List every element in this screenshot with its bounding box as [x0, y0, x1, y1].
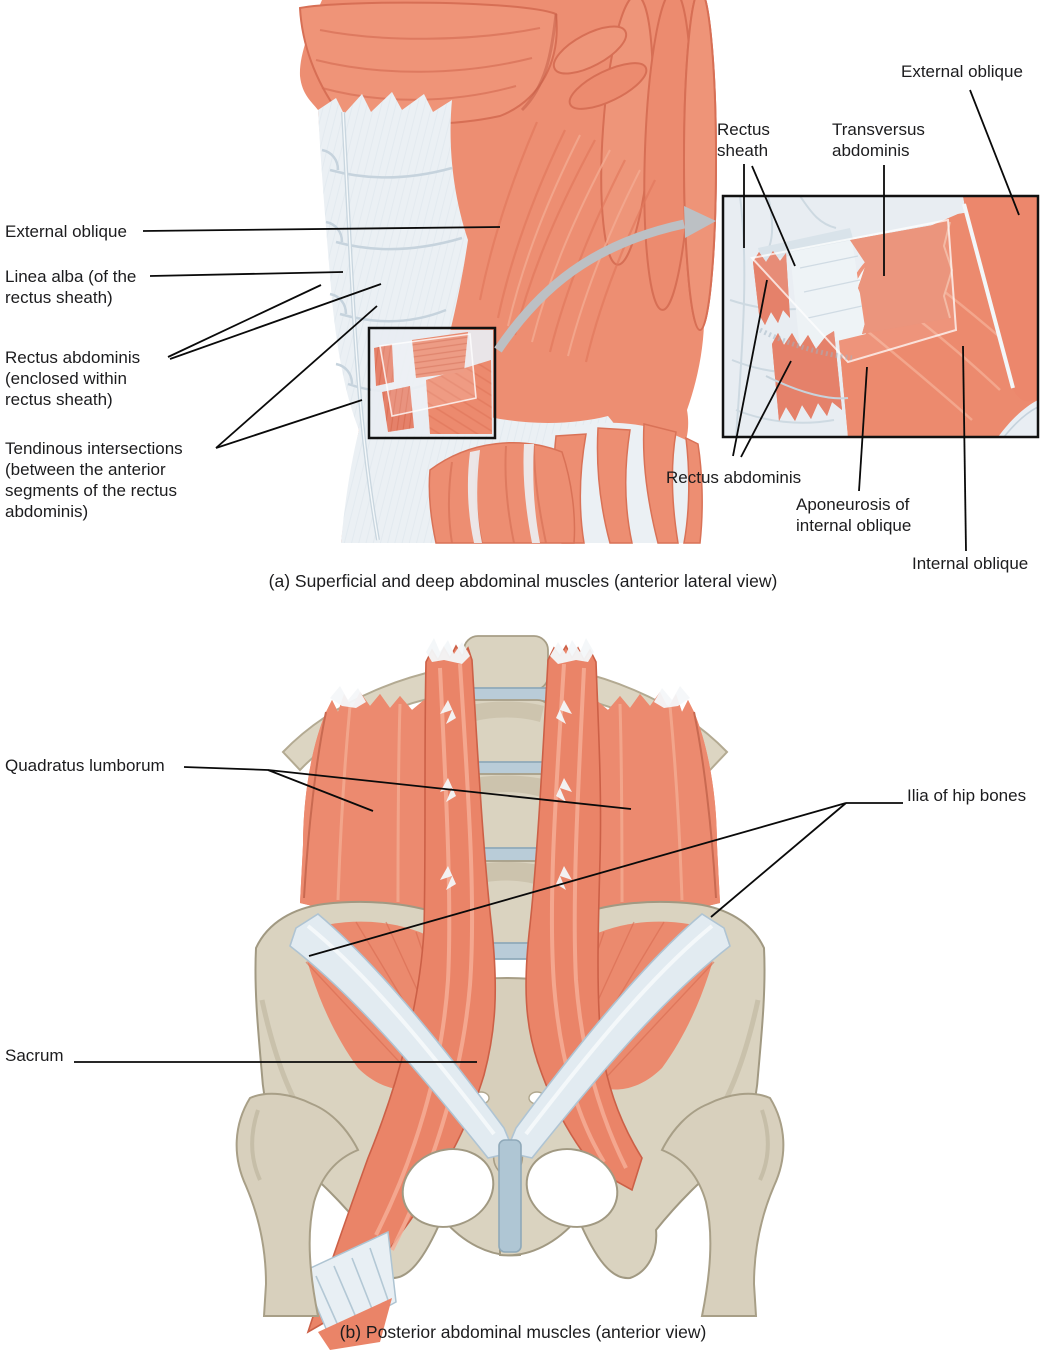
zoom-box-miniature: [371, 330, 493, 436]
label-aponeurosis-internal-oblique: Aponeurosis of internal oblique: [796, 495, 912, 535]
leader-lines-figure-a: [142, 89, 1020, 552]
label-rectus-sheath: Rectus sheath: [717, 120, 770, 160]
label-rectus-abdominis-left: Rectus abdominis (enclosed within rectus…: [5, 348, 141, 409]
pelvis-illustration: [235, 635, 785, 1350]
label-linea-alba: Linea alba (of the rectus sheath): [5, 267, 137, 307]
torso-illustration: [298, 0, 717, 544]
label-internal-oblique: Internal oblique: [912, 554, 1029, 573]
label-sacrum: Sacrum: [5, 1046, 64, 1065]
label-transversus-abdominis: Transversus abdominis: [832, 120, 925, 160]
label-tendinous-intersections: Tendinous intersections (between the ant…: [5, 439, 183, 521]
inset-border: [721, 194, 1040, 439]
label-quadratus-lumborum: Quadratus lumborum: [5, 756, 165, 775]
caption-figure-b: (b) Posterior abdominal muscles (anterio…: [339, 1322, 707, 1342]
zoom-arrow: [494, 206, 716, 353]
label-rectus-abdominis-inset: Rectus abdominis: [666, 468, 802, 487]
leader-lines-figure-b: [74, 766, 903, 1063]
zoom-box: [367, 326, 497, 440]
inset-magnified-view: [723, 196, 1038, 437]
label-ilia-of-hip-bones: Ilia of hip bones: [907, 786, 1027, 805]
label-external-oblique-left: External oblique: [5, 222, 127, 241]
caption-figure-a: (a) Superficial and deep abdominal muscl…: [268, 571, 778, 591]
label-external-oblique-inset: External oblique: [901, 62, 1023, 81]
